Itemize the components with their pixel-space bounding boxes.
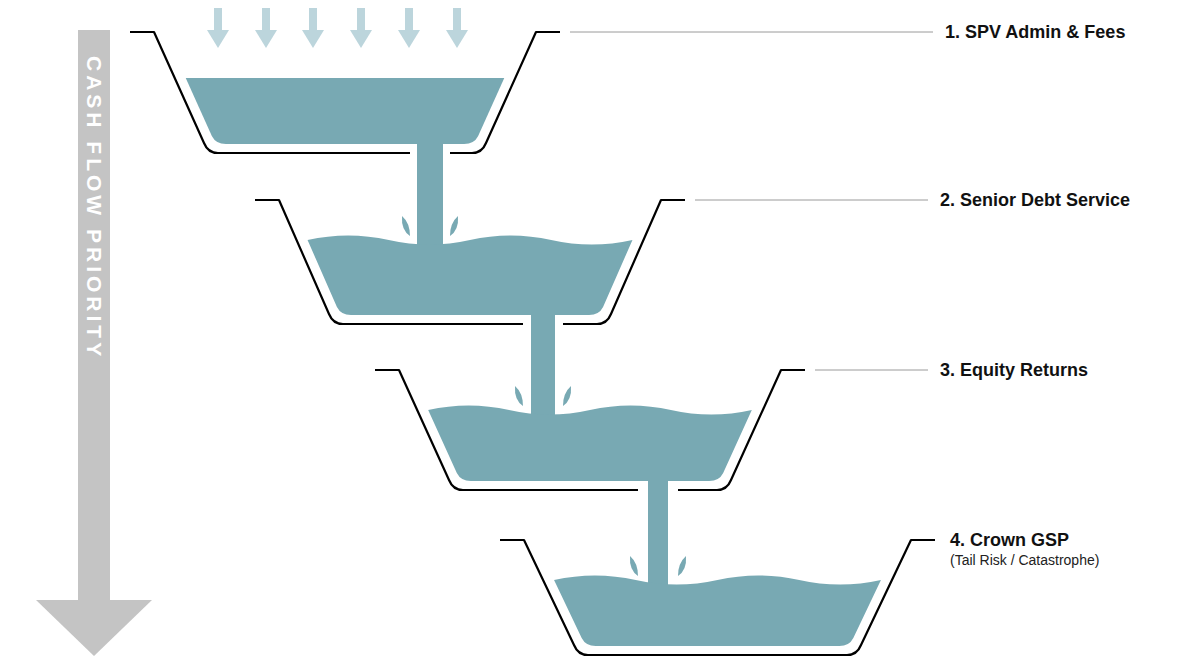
inflow-arrows <box>207 8 468 48</box>
splash-drop <box>678 556 686 576</box>
splash-drop <box>450 216 458 236</box>
splash-drop <box>402 216 410 236</box>
tier-label: 3. Equity Returns <box>940 359 1088 381</box>
basin-outline <box>130 32 410 153</box>
label-holder: 1. SPV Admin & Fees <box>945 21 1125 43</box>
basin-outline <box>500 540 935 655</box>
axis-label: CASH FLOW PRIORITY <box>82 56 106 360</box>
arrow-head <box>36 600 152 656</box>
basin-drawing <box>255 198 1195 326</box>
inflow-arrow <box>446 8 468 48</box>
basin-tier: 2. Senior Debt Service <box>255 198 1195 326</box>
basin-outline <box>678 370 805 490</box>
label-holder: 3. Equity Returns <box>940 359 1088 381</box>
leader-line <box>815 370 928 371</box>
basin-outline <box>255 200 523 324</box>
label-holder: 2. Senior Debt Service <box>940 189 1130 211</box>
water-body <box>186 78 505 144</box>
basin-outline <box>450 32 560 153</box>
label-holder: CASH FLOW PRIORITY <box>82 56 106 360</box>
basin-outline <box>375 370 638 490</box>
tier-label: 4. Crown GSP <box>950 529 1099 551</box>
leader-line <box>570 32 933 33</box>
water-stream <box>648 478 668 586</box>
leader-line <box>695 200 928 201</box>
basin-tier: 3. Equity Returns <box>375 368 1195 492</box>
basin-outline <box>563 200 685 324</box>
water-body <box>428 406 752 482</box>
inflow-arrow <box>302 8 324 48</box>
priority-arrow <box>36 30 152 656</box>
inflow-arrow <box>398 8 420 48</box>
basin-tier: 1. SPV Admin & Fees <box>130 30 1195 155</box>
inflow-arrow <box>207 8 229 48</box>
tier-label: 1. SPV Admin & Fees <box>945 21 1125 43</box>
water-body <box>554 576 881 647</box>
label-holder: 4. Crown GSP(Tail Risk / Catastrophe) <box>950 529 1099 569</box>
water-body <box>308 236 633 316</box>
basin-tier: 4. Crown GSP(Tail Risk / Catastrophe) <box>500 538 1195 657</box>
tier-label: 2. Senior Debt Service <box>940 189 1130 211</box>
splash-drop <box>515 386 523 406</box>
basin-drawing <box>130 30 1195 155</box>
water-stream <box>417 141 443 246</box>
basin-drawing <box>375 368 1195 492</box>
splash-drop <box>563 386 571 406</box>
inflow-arrow <box>350 8 372 48</box>
arrow-shaft <box>78 30 110 602</box>
water-stream <box>531 312 555 416</box>
splash-drop <box>630 556 638 576</box>
inflow-arrow <box>255 8 277 48</box>
tier-note: (Tail Risk / Catastrophe) <box>950 551 1099 569</box>
